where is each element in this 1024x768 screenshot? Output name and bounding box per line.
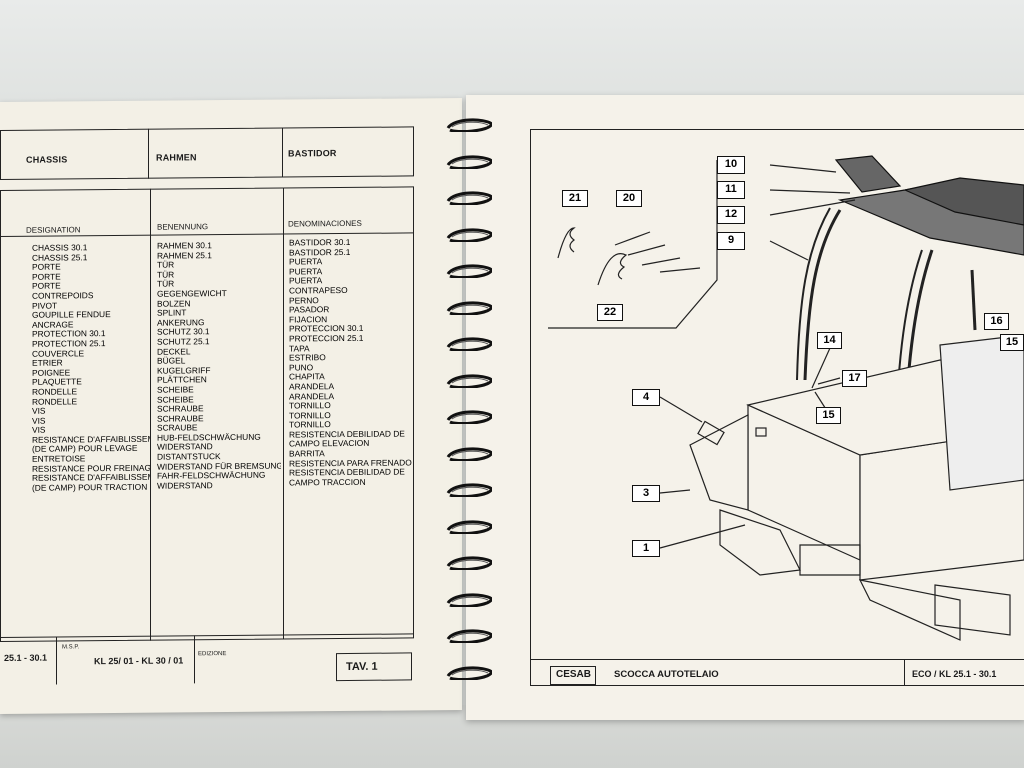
callout-20: 20 — [616, 190, 642, 207]
callout-3: 3 — [632, 485, 660, 502]
spiral-coil — [446, 665, 492, 680]
brand-label: CESAB — [556, 669, 592, 680]
callout-17: 17 — [842, 370, 867, 387]
callout-21: 21 — [562, 190, 588, 207]
callout-22: 22 — [597, 304, 623, 321]
spiral-coil — [446, 556, 492, 570]
callout-12: 12 — [717, 206, 745, 224]
callout-16: 16 — [984, 313, 1009, 330]
callout-14: 14 — [817, 332, 842, 349]
callout-4: 4 — [632, 389, 660, 406]
section-line — [548, 160, 718, 329]
spiral-coil — [446, 118, 492, 132]
callout-15: 15 — [816, 407, 841, 424]
spiral-coil — [446, 410, 492, 424]
background-top — [0, 0, 1024, 110]
spiral-coil — [446, 264, 492, 278]
drawing-title: SCOCCA AUTOTELAIO — [614, 669, 719, 680]
spiral-coil — [446, 227, 492, 242]
callout-11: 11 — [717, 181, 745, 199]
spiral-coil — [446, 300, 492, 315]
spiral-coil — [446, 483, 492, 497]
spiral-coil — [446, 446, 492, 461]
callout-10: 10 — [717, 156, 745, 174]
spiral-coil — [446, 337, 492, 351]
spiral-coil — [446, 519, 492, 534]
brand-box — [550, 666, 596, 685]
callout-1: 1 — [632, 540, 660, 557]
spiral-coil — [446, 154, 492, 169]
drawing-frame — [530, 129, 1024, 686]
spiral-coil — [446, 592, 492, 607]
callout-9: 9 — [717, 232, 745, 250]
callout-15b: 15 — [1000, 334, 1024, 351]
spiral-coil — [446, 373, 492, 388]
drawing-model: ECO / KL 25.1 - 30.1 — [912, 669, 997, 679]
spiral-coil — [446, 191, 492, 205]
spiral-coil — [446, 629, 492, 643]
